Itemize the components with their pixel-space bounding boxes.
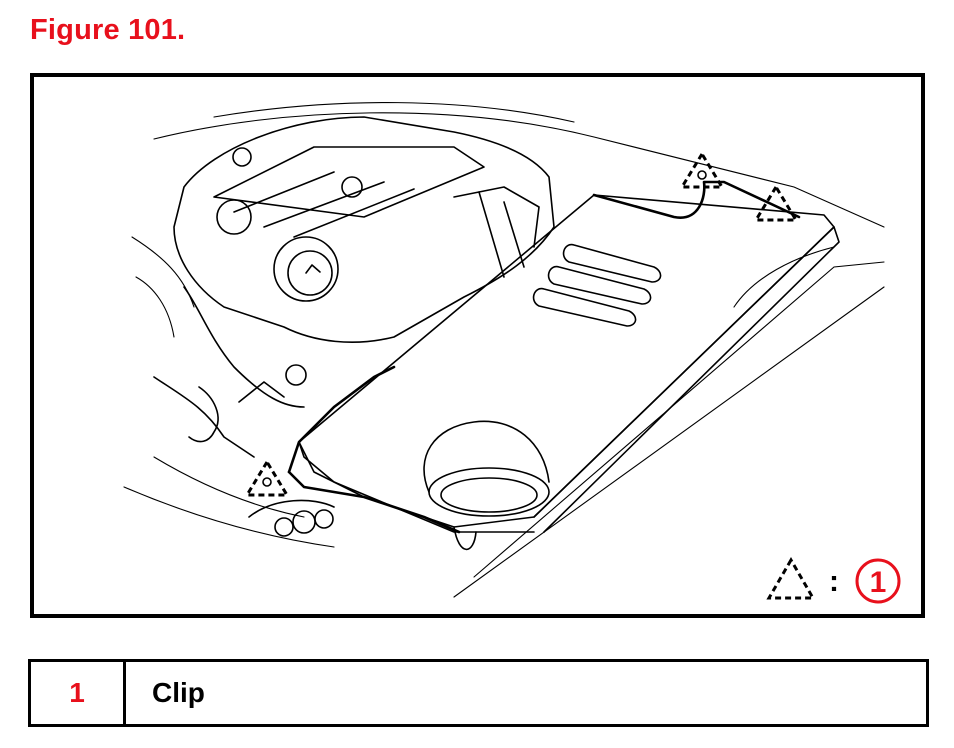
legend-table: 1 Clip bbox=[28, 659, 929, 727]
key-number: 1 bbox=[870, 566, 887, 599]
hood-outline bbox=[153, 112, 885, 228]
wiring-harness-side bbox=[287, 365, 396, 474]
figure-illustration-frame: : 1 bbox=[30, 73, 925, 618]
figure-key: : 1 bbox=[766, 557, 901, 604]
legend-label: Clip bbox=[152, 677, 205, 708]
engine-bay-details bbox=[153, 286, 335, 537]
key-separator: : bbox=[829, 565, 839, 598]
wiring-harness-rear bbox=[592, 180, 801, 219]
cover-ribs bbox=[532, 243, 662, 327]
figure-title: Figure 101. bbox=[30, 14, 186, 46]
legend-number: 1 bbox=[31, 662, 126, 724]
fender-line-2 bbox=[135, 276, 175, 338]
clip-marker-left bbox=[244, 459, 290, 497]
hood-inner-line bbox=[213, 102, 575, 123]
key-number-circle-icon bbox=[855, 558, 901, 604]
engine-cover-illustration: : 1 bbox=[123, 102, 901, 604]
engine-cover bbox=[173, 116, 555, 343]
undercover-panel bbox=[298, 194, 885, 598]
wiring-harness bbox=[287, 470, 461, 534]
fender-line bbox=[131, 236, 195, 308]
clip-marker-top-center bbox=[679, 151, 725, 189]
lower-body-line bbox=[123, 486, 335, 548]
clip-marker-top-right bbox=[753, 184, 799, 222]
lower-body-line-2 bbox=[153, 456, 305, 518]
dashed-triangle-clip-icon bbox=[766, 557, 816, 600]
